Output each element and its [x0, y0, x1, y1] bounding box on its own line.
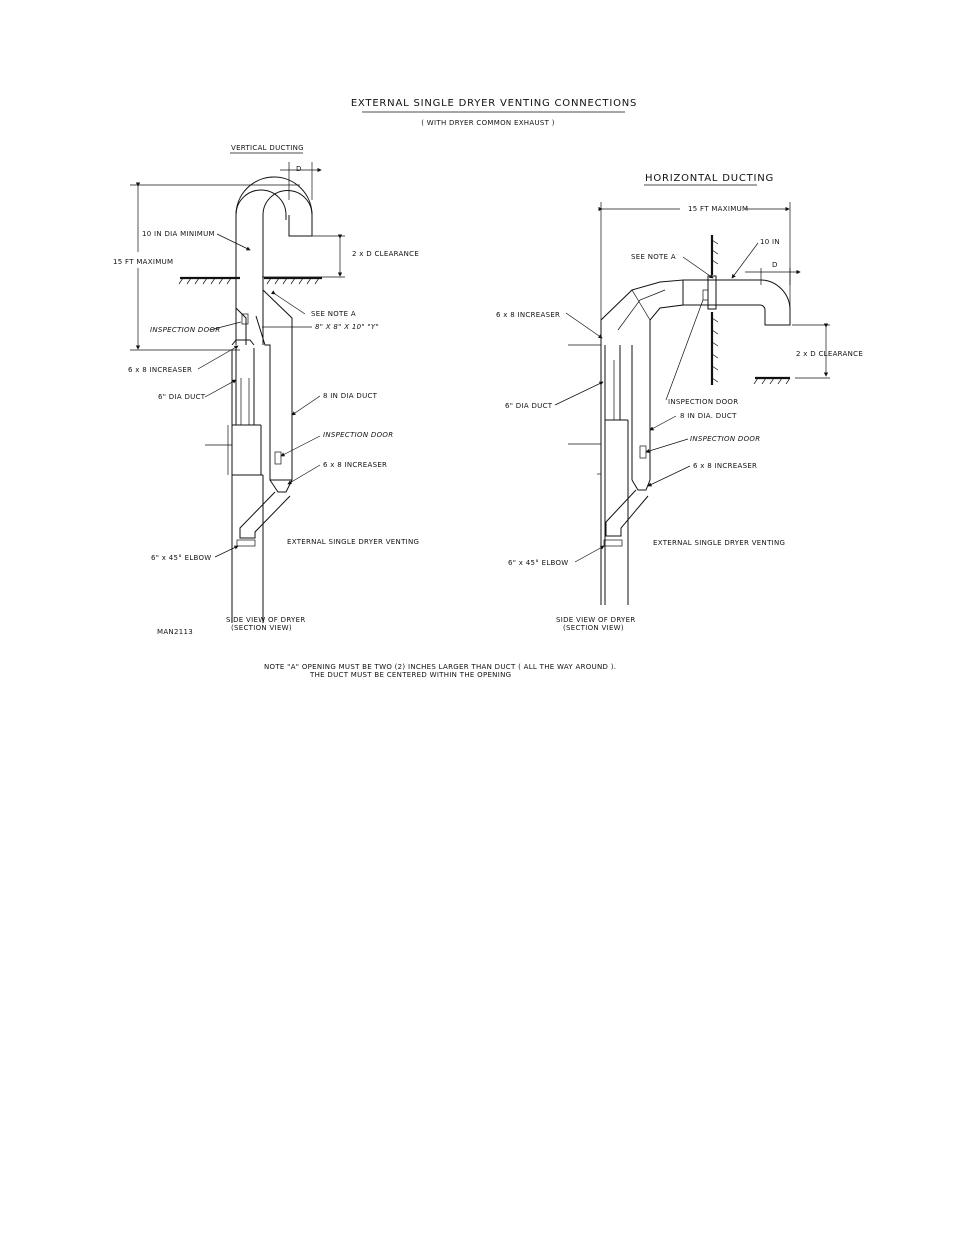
vertical-see-note-label: SEE NOTE A	[311, 310, 356, 318]
horizontal-side-view-label: SIDE VIEW OF DRYER	[556, 616, 636, 624]
horizontal-duct6-label: 6" DIA DUCT	[505, 402, 553, 410]
horizontal-increaser-top-label: 6 x 8 INCREASER	[496, 311, 560, 319]
diagram-subtitle: ( WITH DRYER COMMON EXHAUST )	[421, 119, 555, 127]
horizontal-increaser-mid-label: 6 x 8 INCREASER	[693, 462, 757, 470]
note-line-1: NOTE "A" OPENING MUST BE TWO (2) INCHES …	[264, 663, 616, 671]
horizontal-ducting-drawing: HORIZONTAL DUCTING 15 FT MAXIMUM 10 IN S…	[496, 173, 863, 632]
horizontal-duct8-label: 8 IN DIA. DUCT	[680, 412, 737, 420]
diagram-title: EXTERNAL SINGLE DRYER VENTING CONNECTION…	[351, 98, 637, 109]
vertical-increaser-mid-label: 6 x 8 INCREASER	[323, 461, 387, 469]
vertical-max-height-label: 15 FT MAXIMUM	[113, 258, 173, 266]
vertical-inspection-door-mid-label: INSPECTION DOOR	[323, 431, 393, 439]
vertical-increaser-top-label: 6 x 8 INCREASER	[128, 366, 192, 374]
horizontal-venting-label: EXTERNAL SINGLE DRYER VENTING	[653, 539, 785, 547]
horizontal-clearance-label: 2 x D CLEARANCE	[796, 350, 863, 358]
vertical-min-dia-label: 10 IN DIA MINIMUM	[142, 230, 215, 238]
vertical-venting-label: EXTERNAL SINGLE DRYER VENTING	[287, 538, 419, 546]
horizontal-max-len-label: 15 FT MAXIMUM	[688, 205, 748, 213]
horizontal-d-label: D	[772, 261, 778, 269]
horizontal-elbow-label: 6" x 45° ELBOW	[508, 559, 569, 567]
vertical-tee-label: 8" X 8" X 10" "Y"	[315, 323, 379, 331]
vertical-duct8-label: 8 IN DIA DUCT	[323, 392, 378, 400]
horizontal-inspection-door-mid-label: INSPECTION DOOR	[690, 435, 760, 443]
horizontal-ten-in-label: 10 IN	[760, 238, 780, 246]
vertical-inspection-door-top-label: INSPECTION DOOR	[150, 326, 220, 334]
horizontal-inspection-door-top-label: INSPECTION DOOR	[668, 398, 738, 406]
horizontal-ducting-heading: HORIZONTAL DUCTING	[645, 173, 774, 184]
horizontal-see-note-label: SEE NOTE A	[631, 253, 676, 261]
vertical-section-view-label: (SECTION VIEW)	[231, 624, 292, 632]
vertical-elbow-label: 6" x 45° ELBOW	[151, 554, 212, 562]
note-line-2: THE DUCT MUST BE CENTERED WITHIN THE OPE…	[309, 671, 511, 679]
horizontal-section-view-label: (SECTION VIEW)	[563, 624, 624, 632]
vertical-clearance-label: 2 x D CLEARANCE	[352, 250, 419, 258]
vertical-duct6-label: 6" DIA DUCT	[158, 393, 206, 401]
drawing-code: MAN2113	[157, 628, 193, 636]
vertical-side-view-label: SIDE VIEW OF DRYER	[226, 616, 306, 624]
vertical-ducting-drawing: VERTICAL DUCTING D 15 FT MAXIMUM 2 x D C…	[113, 144, 419, 636]
vertical-ducting-heading: VERTICAL DUCTING	[231, 144, 304, 152]
vertical-d-label: D	[296, 165, 302, 173]
